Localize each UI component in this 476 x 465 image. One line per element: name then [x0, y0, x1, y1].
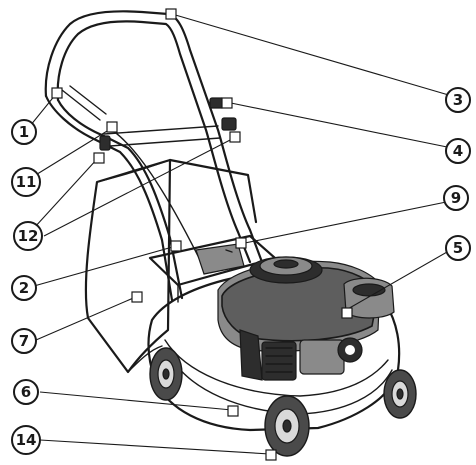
callout-3-label: 3 [453, 91, 463, 109]
callout-3: 3 [445, 87, 471, 113]
callout-6-label: 6 [21, 383, 31, 401]
marker-engine [341, 307, 353, 319]
callout-1-label: 1 [19, 123, 29, 141]
callouts: 1 3 4 11 9 12 5 2 [11, 87, 471, 455]
front-right-wheel [383, 369, 417, 419]
callout-2: 2 [11, 275, 37, 301]
marker-handle-bar [51, 87, 63, 99]
rear-left-wheel [149, 347, 183, 401]
callout-11: 11 [11, 167, 41, 197]
marker-discharge-flap [235, 237, 247, 249]
marker-wheel [265, 449, 277, 461]
callout-9-label: 9 [451, 189, 461, 207]
callout-11-label: 11 [16, 173, 37, 191]
front-left-wheel [264, 395, 310, 457]
marker-grass-bag [131, 291, 143, 303]
part-markers [51, 8, 353, 461]
callout-9: 9 [443, 185, 469, 211]
handle-assembly [44, 10, 264, 302]
callout-12: 12 [13, 221, 43, 251]
callout-2-label: 2 [19, 279, 29, 297]
callout-1: 1 [11, 119, 37, 145]
marker-height-adjust [170, 240, 182, 252]
marker-deck [227, 405, 239, 417]
marker-handle-knob-right [229, 131, 241, 143]
callout-6: 6 [13, 379, 39, 405]
marker-engine-brake-lever [165, 8, 177, 20]
callout-12-label: 12 [18, 227, 39, 245]
callout-5: 5 [445, 235, 471, 261]
callout-4-label: 4 [453, 142, 463, 160]
marker-cable-clip [106, 121, 118, 133]
callout-14: 14 [11, 425, 41, 455]
marker-rope-guide [221, 97, 233, 109]
leader-lines [29, 13, 457, 455]
callout-7: 7 [11, 328, 37, 354]
callout-4: 4 [445, 138, 471, 164]
callout-5-label: 5 [453, 239, 463, 257]
marker-handle-knob-left [93, 152, 105, 164]
callout-7-label: 7 [19, 332, 29, 350]
engine [195, 243, 395, 381]
callout-14-label: 14 [16, 431, 37, 449]
